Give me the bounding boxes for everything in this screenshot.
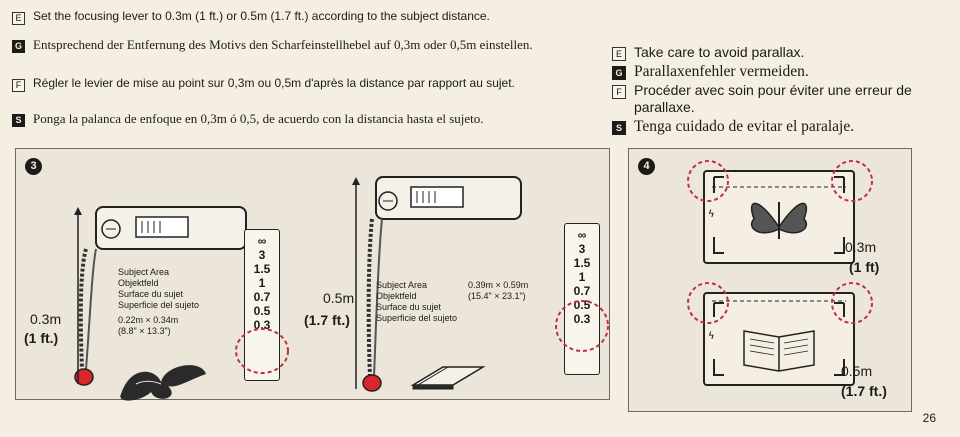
scale-mark: ∞ xyxy=(257,234,267,248)
lang-badge-f: F xyxy=(612,85,626,99)
instruction-text-de: Entsprechend der Entfernung des Motivs d… xyxy=(33,37,533,52)
lang-badge-g: G xyxy=(612,66,626,80)
parallax-far-ft: (1.7 ft.) xyxy=(841,383,887,399)
lang-badge-f: F xyxy=(12,79,25,92)
scale-mark: 1.5 xyxy=(253,262,271,276)
lang-badge-e: E xyxy=(612,47,626,61)
scale-mark: 0.7 xyxy=(253,290,271,304)
instruction-spanish: S Ponga la palanca de enfoque en 0,3m ó … xyxy=(12,112,567,127)
scale-mark: 0.5 xyxy=(253,304,271,318)
instruction-german: G Entsprechend der Entfernung des Motivs… xyxy=(12,38,567,53)
lang-badge-s: S xyxy=(12,114,25,127)
parallax-german: G Parallaxenfehler vermeiden. xyxy=(612,63,942,80)
focus-highlight-circle-far xyxy=(555,300,609,352)
parallax-near-ft: (1 ft) xyxy=(849,259,880,275)
panel-number-3: 3 xyxy=(25,158,42,175)
scale-mark: 3 xyxy=(578,242,586,256)
parallax-far-m: 0.5m xyxy=(841,363,873,379)
focus-scale-near: ∞ 3 1.5 1 0.7 0.5 0.3 xyxy=(244,229,280,381)
parallax-spanish: S Tenga cuidado de evitar el paralaje. xyxy=(612,118,942,135)
near-distance-m: 0.3m xyxy=(30,311,62,327)
parallax-text-es: Tenga cuidado de evitar el paralaje. xyxy=(634,118,855,135)
instruction-french: F Régler le levier de mise au point sur … xyxy=(12,77,567,92)
butterfly-subject-icon xyxy=(120,365,206,401)
far-area-size-in: (15.4" × 23.1") xyxy=(468,291,526,301)
far-area-size-m: 0.39m × 0.59m xyxy=(468,280,529,290)
scale-mark: 0.7 xyxy=(573,284,591,298)
book-subject-icon xyxy=(410,366,486,390)
near-area-size-in: (8.8" × 13.3") xyxy=(118,326,171,336)
parallax-near-m: 0.3m xyxy=(845,239,877,255)
instruction-text-en: Set the focusing lever to 0.3m (1 ft.) o… xyxy=(33,9,490,23)
instruction-text-es: Ponga la palanca de enfoque en 0,3m ó 0,… xyxy=(33,111,484,126)
lang-badge-s: S xyxy=(612,121,626,135)
far-area-label-es: Superficie del sujeto xyxy=(376,313,458,323)
page-number: 26 xyxy=(922,411,936,425)
scale-mark: 1.5 xyxy=(573,256,591,270)
viewfinder-near-icon: ϟ xyxy=(687,160,873,264)
focus-scale-far: ∞ 3 1.5 1 0.7 0.5 0.3 xyxy=(564,223,600,375)
instruction-text-fr: Régler le levier de mise au point sur 0,… xyxy=(33,76,515,90)
lang-badge-g: G xyxy=(12,40,25,53)
near-distance-ft: (1 ft.) xyxy=(24,330,59,346)
svg-text:ϟ: ϟ xyxy=(708,331,715,342)
scale-mark: 0.3 xyxy=(573,312,591,326)
svg-text:ϟ: ϟ xyxy=(708,209,715,220)
parallax-english: E Take care to avoid parallax. xyxy=(612,44,942,61)
parallax-text-en: Take care to avoid parallax. xyxy=(634,44,805,60)
panel-number-4: 4 xyxy=(638,158,655,175)
focus-highlight-circle-near xyxy=(235,328,289,374)
instruction-english: E Set the focusing lever to 0.3m (1 ft.)… xyxy=(12,10,567,25)
scale-mark: 1 xyxy=(578,270,586,284)
far-area-label-fr: Surface du sujet xyxy=(376,302,442,312)
scale-mark: 3 xyxy=(258,248,266,262)
parallax-text-de: Parallaxenfehler vermeiden. xyxy=(634,63,809,80)
viewfinder-far-icon: ϟ xyxy=(687,282,873,386)
near-area-size-m: 0.22m × 0.34m xyxy=(118,315,179,325)
parallax-french: F Procéder avec soin pour éviter une err… xyxy=(612,82,942,116)
far-area-label-en: Subject Area xyxy=(376,280,428,290)
far-area-label-de: Objektfeld xyxy=(376,291,417,301)
parallax-text-fr: Procéder avec soin pour éviter une erreu… xyxy=(634,82,912,115)
near-area-label-es: Superficie del sujeto xyxy=(118,300,200,310)
focus-distance-panel: 3 0.3m (1 ft.) Subject Area Objektfeld S… xyxy=(15,148,610,401)
near-area-label-de: Objektfeld xyxy=(118,278,159,288)
far-distance-ft: (1.7 ft.) xyxy=(304,312,350,328)
scale-mark: ∞ xyxy=(577,228,587,242)
camera-far-icon xyxy=(352,176,522,392)
far-distance-m: 0.5m xyxy=(323,290,355,306)
lang-badge-e: E xyxy=(12,12,25,25)
scale-mark: 1 xyxy=(258,276,266,290)
near-area-label-en: Subject Area xyxy=(118,267,170,277)
camera-near-icon xyxy=(74,206,247,386)
near-area-label-fr: Surface du sujet xyxy=(118,289,184,299)
parallax-panel: 4 ϟ 0.3m (1 ft) ϟ 0.5m (1.7 ft.) xyxy=(628,148,912,412)
